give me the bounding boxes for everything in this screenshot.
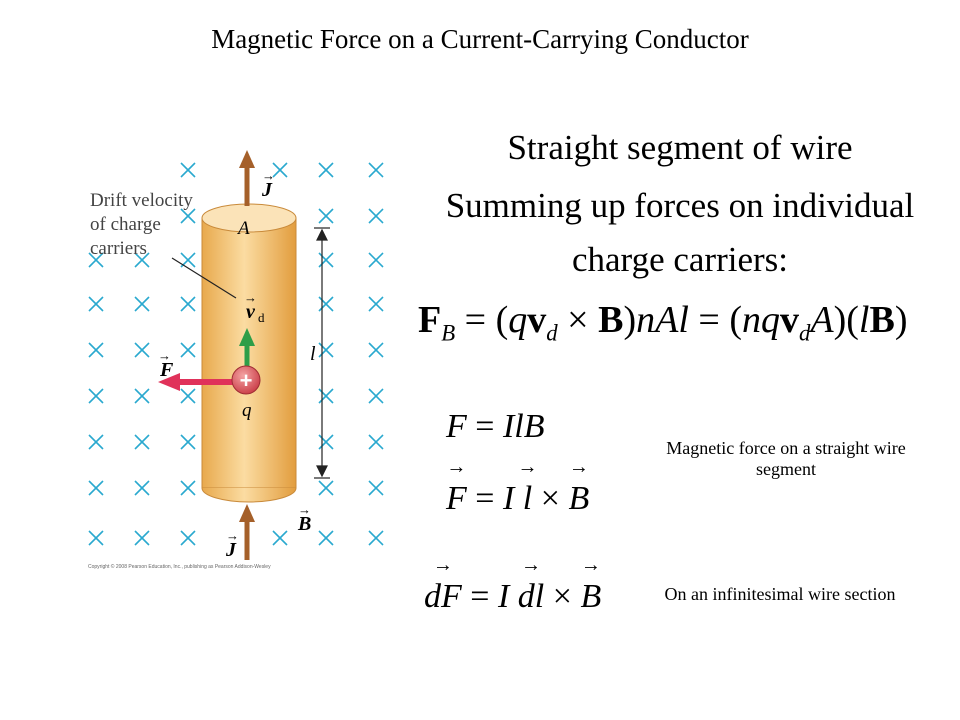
label-J-bottom: J — [225, 539, 237, 561]
field-x-mark — [180, 162, 196, 178]
equation-scalar-force: F = IlB — [446, 408, 545, 445]
field-x-mark — [88, 434, 104, 450]
field-x-mark — [368, 342, 384, 358]
heading-line-2: Summing up forces on individual — [445, 186, 915, 225]
vec-arrow-J-top: → — [262, 168, 275, 183]
field-x-mark — [368, 296, 384, 312]
heading-line-3: charge carriers: — [571, 240, 788, 279]
label-vd-subscript: d — [258, 310, 265, 325]
drift-label-pointer — [171, 257, 237, 299]
field-x-mark — [180, 480, 196, 496]
field-x-mark — [318, 342, 334, 358]
field-x-mark — [180, 208, 196, 224]
caption-straight-segment: Magnetic force on a straight wire segmen… — [666, 438, 906, 479]
field-x-mark — [88, 296, 104, 312]
field-x-mark — [180, 530, 196, 546]
force-arrow — [158, 373, 236, 391]
field-x-mark — [88, 480, 104, 496]
label-A: A — [236, 218, 250, 239]
label-vd: v — [246, 301, 256, 323]
field-x-mark — [134, 388, 150, 404]
vec-arrow-F: → — [158, 348, 171, 363]
heading-line-1: Straight segment of wire — [507, 128, 853, 167]
label-F: F — [159, 359, 174, 381]
vec-arrow-J-bottom: → — [226, 528, 239, 543]
conductor-bottom — [201, 487, 297, 503]
field-x-mark — [134, 434, 150, 450]
drift-label-line3: carriers — [90, 238, 147, 259]
field-x-mark — [318, 296, 334, 312]
field-x-mark — [318, 388, 334, 404]
vec-arrow-B: → — [298, 502, 311, 517]
field-x-mark — [318, 252, 334, 268]
field-x-mark — [134, 530, 150, 546]
label-B: B — [297, 513, 311, 535]
field-x-mark — [318, 480, 334, 496]
label-l: l — [310, 343, 316, 365]
caption-infinitesimal: On an infinitesimal wire section — [664, 584, 896, 604]
field-x-mark — [134, 480, 150, 496]
field-x-mark — [88, 530, 104, 546]
vec-arrow-vd: → — [244, 290, 257, 305]
drift-label-line1: Drift velocity — [90, 190, 193, 211]
field-x-mark — [368, 480, 384, 496]
magnetic-field-x-marks — [88, 162, 384, 546]
equation-total-force: FB = (qvd × B)nAl = (nqvdA)(lB) — [418, 299, 908, 346]
field-x-mark — [134, 252, 150, 268]
field-x-mark — [368, 434, 384, 450]
field-x-mark — [180, 296, 196, 312]
field-x-mark — [272, 530, 288, 546]
field-x-mark — [88, 252, 104, 268]
slide-title: Magnetic Force on a Current-Carrying Con… — [211, 24, 749, 54]
equation-vector-force: F = I l × B — [446, 480, 589, 518]
equation-differential-force: dF = I dl × B — [424, 578, 601, 616]
field-x-mark — [88, 388, 104, 404]
field-x-mark — [368, 162, 384, 178]
current-density-arrow-top — [239, 150, 255, 206]
field-x-mark — [318, 162, 334, 178]
field-x-mark — [368, 208, 384, 224]
label-J-top: J — [261, 179, 273, 201]
label-q: q — [242, 400, 252, 421]
field-x-mark — [134, 342, 150, 358]
current-density-arrow-bottom — [239, 504, 255, 560]
copyright-line: Copyright © 2008 Pearson Education, Inc.… — [88, 563, 271, 570]
field-x-mark — [134, 296, 150, 312]
field-x-mark — [318, 434, 334, 450]
field-x-mark — [272, 162, 288, 178]
field-x-mark — [180, 342, 196, 358]
field-x-mark — [368, 388, 384, 404]
field-x-mark — [180, 388, 196, 404]
field-x-mark — [318, 530, 334, 546]
drift-label-line2: of charge — [90, 214, 161, 235]
field-x-mark — [88, 342, 104, 358]
conductor-diagram: + Drift velocity of charge carriers J → … — [88, 150, 384, 570]
charge-carrier — [231, 365, 261, 395]
charge-plus-sign: + — [240, 368, 253, 393]
field-x-mark — [368, 530, 384, 546]
length-dimension — [314, 227, 330, 479]
field-x-mark — [318, 208, 334, 224]
field-x-mark — [180, 434, 196, 450]
field-x-mark — [368, 252, 384, 268]
conductor-figure: + Drift velocity of charge carriers J → … — [84, 148, 404, 573]
